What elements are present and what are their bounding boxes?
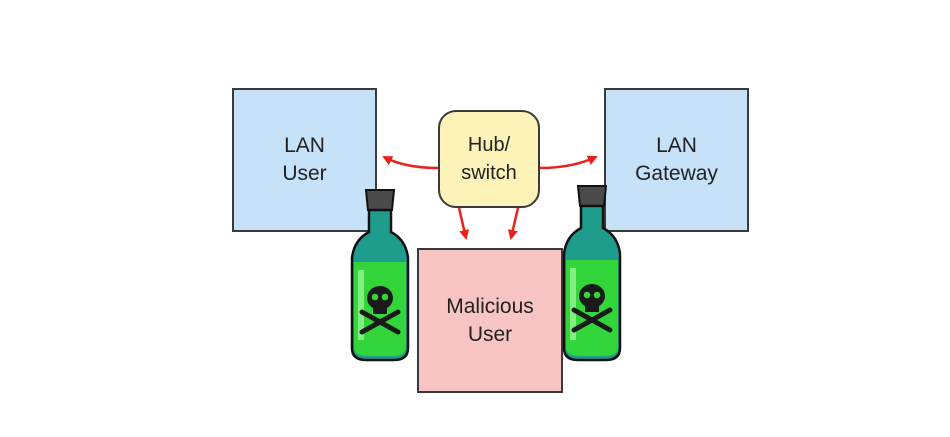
hub-switch-node: Hub/ switch — [438, 110, 540, 208]
lan-user-label-line2: User — [282, 162, 327, 185]
lan-user-label-line1: LAN — [284, 134, 325, 157]
hub-label-line2: switch — [461, 162, 517, 184]
malicious-user-label-line1: Malicious — [446, 294, 534, 318]
lan-gateway-label-line1: LAN — [656, 134, 697, 157]
hub-label-line1: Hub/ — [467, 134, 511, 156]
arrow-to-lan-gateway — [539, 155, 598, 170]
lan-gateway-label-line2: Gateway — [635, 162, 718, 185]
arrow-to-lan-user — [382, 155, 439, 170]
skull-crossbones-icon — [359, 286, 401, 335]
arrow-to-malicious-user-right — [507, 207, 520, 240]
lan-user-node: LAN User — [232, 88, 377, 232]
lan-gateway-node: LAN Gateway — [604, 88, 749, 232]
arrow-to-malicious-user-left — [457, 207, 470, 240]
skull-crossbones-icon — [571, 284, 613, 333]
malicious-user-label-line2: User — [467, 322, 513, 346]
malicious-user-node: Malicious User — [417, 248, 563, 393]
